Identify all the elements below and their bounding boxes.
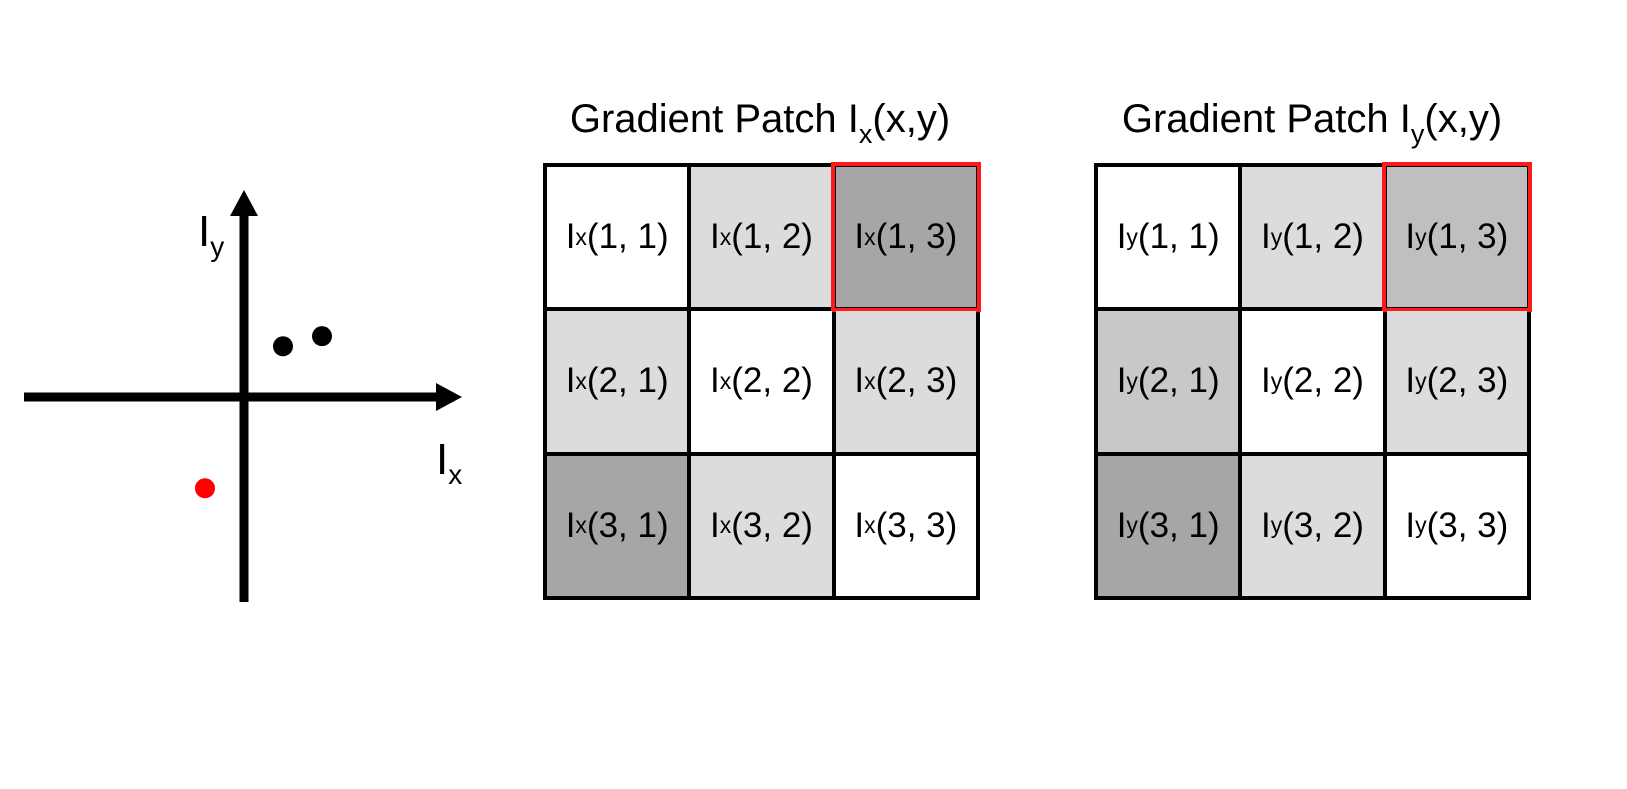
- scatter-points: [195, 326, 332, 499]
- scatter-point: [273, 336, 293, 357]
- scatter-point: [195, 478, 215, 499]
- gradient-patch-ix-title: Gradient Patch Ix(x,y): [569, 97, 951, 149]
- gradient-patch-iy-title: Gradient Patch Iy(x,y): [1121, 97, 1503, 149]
- scatter-point: [312, 326, 332, 347]
- y-axis-arrowhead: [230, 190, 258, 216]
- gradient-scatter-plot: [24, 190, 462, 602]
- x-axis-label: Ix: [436, 435, 463, 490]
- y-axis-label: Iy: [198, 207, 225, 262]
- x-axis-arrowhead: [436, 383, 462, 411]
